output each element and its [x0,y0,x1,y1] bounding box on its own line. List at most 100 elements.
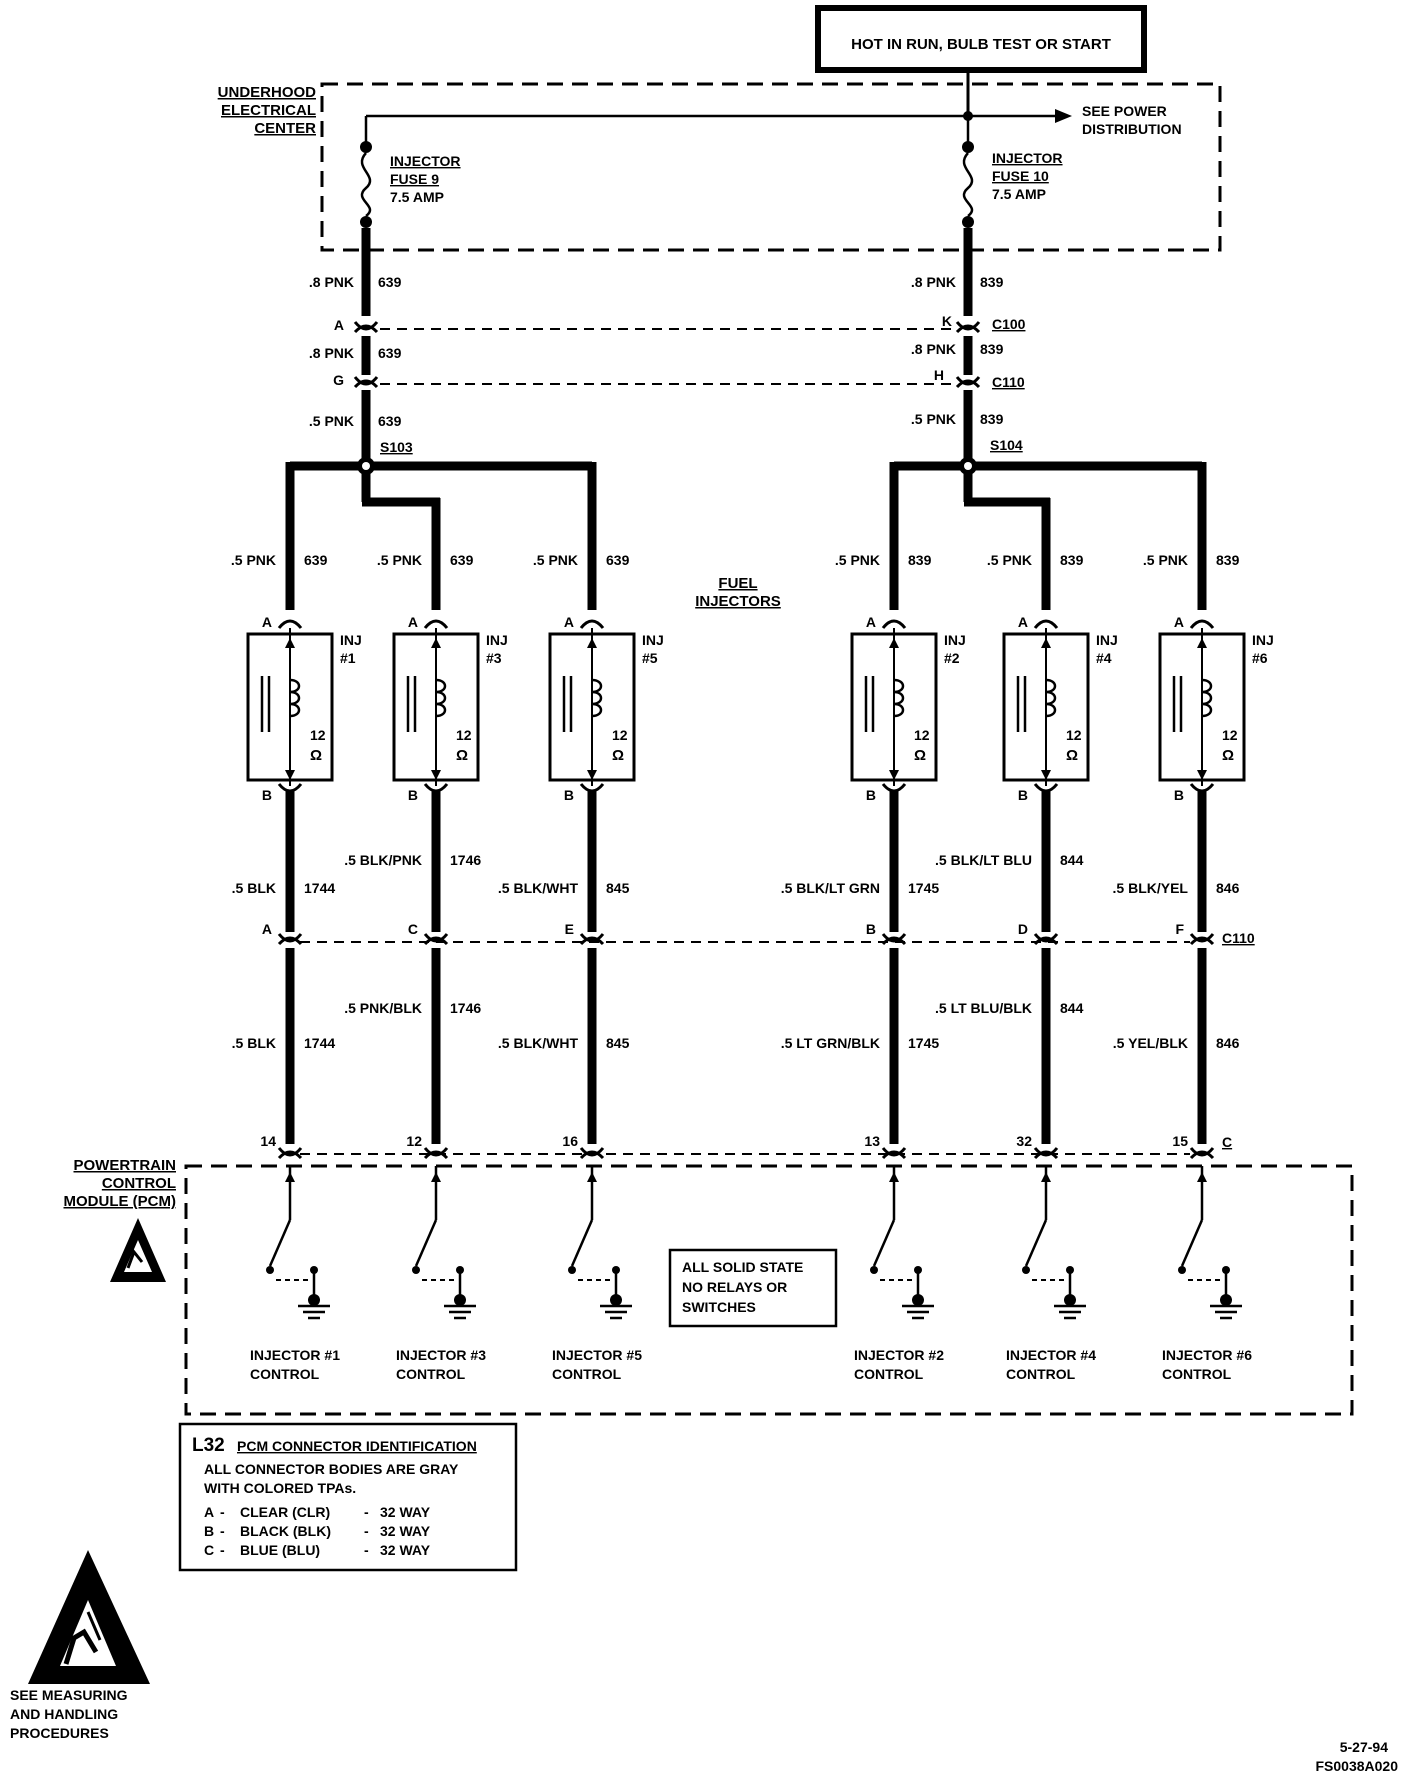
underhood-electrical-center: UNDERHOOD ELECTRICAL CENTER [218,82,1222,252]
injector-control-label: INJECTOR #5 [552,1347,642,1363]
ground-icon [1064,1294,1076,1306]
connector-id-row-c-color: BLUE (BLU) [240,1542,320,1558]
injector-pin-a: A [262,614,272,630]
injector-feed-circuit: 639 [450,552,474,568]
solid-state-line-1: ALL SOLID STATE [682,1259,803,1275]
injector-resistance: 12 [914,727,930,743]
injector-feed-gauge: .5 PNK [533,552,578,568]
injector-feed-circuit: 839 [1216,552,1240,568]
injector-out-circuit: 1746 [450,852,481,868]
injector-pcm-pin: 32 [1016,1133,1032,1149]
injector-feed-gauge: .5 PNK [231,552,276,568]
right-splice-branches [889,457,1207,610]
conn-c110-bottom: C110 [1222,930,1255,946]
injector-pin-b: B [1018,787,1028,803]
fuse-10: INJECTOR FUSE 10 7.5 AMP [962,141,1063,228]
injector-control-label: INJECTOR #2 [854,1347,944,1363]
left-w2-gauge: .8 PNK [309,345,354,361]
injector-pcm-gauge: .5 PNK/BLK [344,1000,422,1016]
left-w1-gauge: .8 PNK [309,274,354,290]
pcm-connector-c: C [1222,1134,1232,1150]
injector-out-gauge: .5 BLK/YEL [1113,880,1189,896]
fuse-10-amp: 7.5 AMP [992,186,1046,202]
splice-s104: S104 [990,437,1023,453]
left-pin-a: A [334,317,344,333]
injector-resistance: 12 [612,727,628,743]
injector-ohm: Ω [612,747,624,764]
injector-pin-a: A [564,614,574,630]
injector-c110-pin: D [1018,921,1028,937]
injector-number: #4 [1096,650,1112,666]
injector-2-column [392,619,480,1320]
connector-id-row-a-letter: A [204,1504,214,1520]
injector-out-circuit: 1745 [908,880,939,896]
esd-note-2: AND HANDLING [10,1706,118,1722]
footer-date: 5-27-94 [1340,1739,1388,1755]
injector-feed-gauge: .5 PNK [1143,552,1188,568]
injector-pcm-gauge: .5 YEL/BLK [1113,1035,1188,1051]
injector-out-gauge: .5 BLK/WHT [498,880,579,896]
right-pin-k: K [942,313,952,329]
injector-name: INJ [486,632,508,648]
fuse-9-label-2: FUSE 9 [390,171,439,187]
injector-pcm-gauge: .5 LT GRN/BLK [781,1035,880,1051]
injector-name: INJ [944,632,966,648]
connector-id-row-c-letter: C [204,1542,214,1558]
fuse-10-label-1: INJECTOR [992,150,1063,166]
fuse-9-label-1: INJECTOR [390,153,461,169]
injector-feed-gauge: .5 PNK [377,552,422,568]
left-pin-g: G [333,372,344,388]
solid-state-line-2: NO RELAYS OR [682,1279,787,1295]
injector-control-label: INJECTOR #1 [250,1347,340,1363]
underhood-label-3: CENTER [254,120,316,137]
injector-pin-b: B [262,787,272,803]
injector-control-word: CONTROL [396,1366,466,1382]
injector-feed-circuit: 639 [606,552,630,568]
injector-1-column [246,619,334,1320]
svg-text:-: - [364,1523,369,1539]
injector-out-gauge: .5 BLK [232,880,276,896]
injector-out-gauge: .5 BLK/LT BLU [935,852,1032,868]
footer-code: FS0038A020 [1315,1758,1398,1774]
connector-id-row-a-way: 32 WAY [380,1504,431,1520]
injector-pin-b: B [564,787,574,803]
injector-3-column [548,619,636,1320]
left-w3-circuit: 639 [378,413,402,429]
hot-in-run-label: HOT IN RUN, BULB TEST OR START [851,36,1111,53]
injector-pcm-pin: 12 [406,1133,422,1149]
injector-c110-pin: E [565,921,574,937]
see-power-label-2: DISTRIBUTION [1082,121,1182,137]
injector-control-label: INJECTOR #6 [1162,1347,1252,1363]
injector-control-label: INJECTOR #4 [1006,1347,1096,1363]
pcm-label-1: POWERTRAIN [74,1157,177,1174]
injector-control-word: CONTROL [250,1366,320,1382]
injector-pcm-gauge: .5 BLK/WHT [498,1035,579,1051]
left-w2-circuit: 639 [378,345,402,361]
fuse-10-label-2: FUSE 10 [992,168,1049,184]
injector-pcm-circuit: 1745 [908,1035,939,1051]
esd-note-3: PROCEDURES [10,1725,109,1741]
injector-pcm-circuit: 846 [1216,1035,1240,1051]
pcm-connector-id-box: L32 PCM CONNECTOR IDENTIFICATION ALL CON… [178,1422,518,1572]
injector-name: INJ [642,632,664,648]
svg-text:-: - [220,1504,225,1520]
right-w1-circuit: 839 [980,274,1004,290]
ground-icon [912,1294,924,1306]
power-bus: SEE POWER DISTRIBUTION [364,70,1182,147]
pcm-label-2: CONTROL [102,1175,176,1192]
left-splice-branches [285,457,597,610]
connector-id-row-b-color: BLACK (BLK) [240,1523,331,1539]
fuel-injectors-label-2: INJECTORS [695,593,781,610]
esd-note-1: SEE MEASURING [10,1687,128,1703]
left-w3-gauge: .5 PNK [309,413,354,429]
conn-c110-top: C110 [992,374,1025,390]
ground-icon [610,1294,622,1306]
injector-pin-a: A [866,614,876,630]
esd-small-icon [110,1218,166,1282]
injector-pcm-pin: 14 [260,1133,276,1149]
injector-c110-pin: B [866,921,876,937]
fuse-9: INJECTOR FUSE 9 7.5 AMP [360,141,461,228]
injector-out-gauge: .5 BLK/LT GRN [781,880,880,896]
injector-4-column [850,619,938,1320]
injector-ohm: Ω [914,747,926,764]
